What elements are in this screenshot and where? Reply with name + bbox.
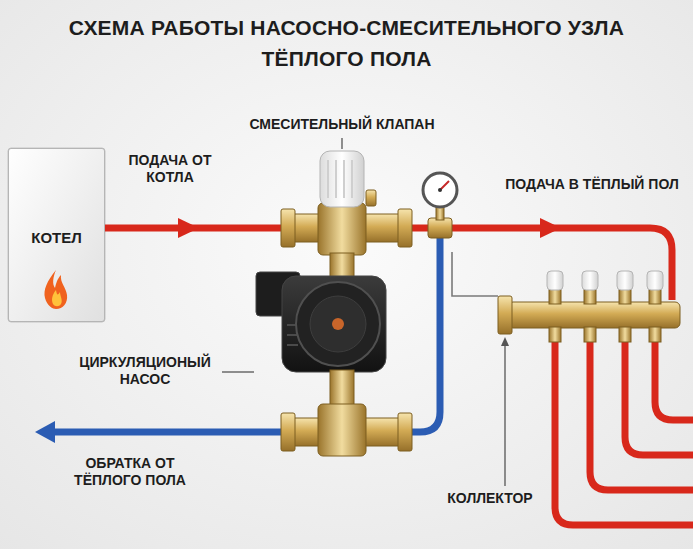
- union-nut: [398, 209, 412, 247]
- flow-arrow: [35, 421, 55, 443]
- leader-arrow: [501, 337, 509, 346]
- boiler-box: КОТЕЛ: [8, 148, 105, 322]
- callout-label: КОЛЛЕКТОР: [430, 490, 550, 507]
- union-nut: [281, 413, 295, 451]
- pump-face: [296, 282, 380, 366]
- valve-block: [318, 203, 366, 255]
- pump-stem: [330, 370, 354, 406]
- loop-valve-cap: [617, 271, 633, 290]
- flame-core: [52, 290, 62, 306]
- callout-label: ЦИРКУЛЯЦИОНЫЙ НАСОС: [70, 354, 220, 388]
- floor-loop-pipe: [655, 342, 693, 420]
- capillary-tube: [452, 252, 498, 296]
- loop-valve-cap: [547, 271, 563, 290]
- gauge-tee: [428, 218, 452, 238]
- boiler-housing: [8, 148, 105, 322]
- flow-arrow: [540, 218, 561, 238]
- callout-label: ПОДАЧА В ТЁПЛЫЙ ПОЛ: [495, 176, 689, 193]
- head-ridge: [335, 160, 337, 198]
- head-ridge: [327, 160, 329, 198]
- flame-icon: [44, 270, 67, 309]
- flow-arrow: [178, 218, 199, 238]
- floor-loop-pipe: [625, 342, 693, 455]
- pump-fin: [287, 344, 298, 346]
- leader-line: [222, 371, 254, 372]
- node-label: КОТЕЛ: [31, 229, 82, 247]
- collector-outlet: [584, 327, 596, 342]
- adjust-screw: [366, 190, 376, 206]
- valve-stem: [330, 253, 354, 277]
- collector-bar: [508, 302, 680, 328]
- return-riser-pipe: [405, 236, 440, 432]
- pump-face-inner: [310, 296, 366, 352]
- callout-label: ПОДАЧА ОТ КОТЛА: [118, 152, 222, 186]
- floor-loop-pipe: [590, 342, 693, 490]
- loop-valve-cap: [647, 271, 663, 290]
- pressure-gauge: [423, 173, 457, 207]
- collector-outlet: [649, 327, 661, 342]
- pump-indicator: [332, 318, 344, 330]
- union-nut: [281, 209, 295, 247]
- floor-loop-pipe: [555, 342, 693, 525]
- collector-end: [498, 296, 512, 334]
- fitting-block: [318, 404, 366, 456]
- loop-valve-cap: [582, 271, 598, 290]
- collector-outlet: [549, 327, 561, 342]
- union-nut: [398, 413, 412, 451]
- callout-label: СМЕСИТЕЛЬНЫЙ КЛАПАН: [232, 116, 452, 133]
- collector-outlet: [619, 327, 631, 342]
- pump-body: [282, 276, 386, 372]
- head-ridge: [343, 160, 345, 198]
- return-pipe: [52, 429, 292, 436]
- gauge-pivot: [438, 188, 442, 192]
- leader-line: [341, 138, 342, 149]
- thermo-head: [320, 151, 364, 207]
- leader-line: [504, 344, 505, 486]
- callout-label: ОБРАТКА ОТ ТЁПЛОГО ПОЛА: [62, 455, 198, 489]
- floor-supply-pipe: [405, 228, 672, 300]
- diagram-title: СХЕМА РАБОТЫ НАСОСНО-СМЕСИТЕЛЬНОГО УЗЛА …: [20, 12, 673, 74]
- head-ridge: [351, 160, 353, 198]
